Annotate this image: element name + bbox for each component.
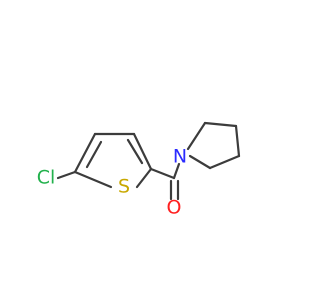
atom-nitrogen-label: N <box>173 146 187 168</box>
molecule-structure: Cl S N O <box>37 121 241 219</box>
bond-c-right-c-bottom <box>234 124 241 158</box>
atom-sulfur-label: S <box>118 176 130 198</box>
atom-chlorine-label: Cl <box>37 167 56 189</box>
bond-c4-c5 <box>73 132 97 174</box>
thiophene-ring <box>56 132 153 189</box>
bond-c-lower-n <box>188 154 212 170</box>
pyrrolidine-ring <box>186 121 241 170</box>
bond-n-c-top <box>186 121 207 151</box>
bond-c-bottom-c-lower <box>208 154 241 170</box>
bond-c2-carbonyl <box>149 167 176 180</box>
carbonyl-linkage <box>149 162 181 201</box>
bond-cl-c5 <box>56 170 77 180</box>
bond-c4-c5-inner <box>85 140 103 169</box>
bond-c2-c3 <box>132 132 153 171</box>
bond-carbonyl-n <box>172 162 181 180</box>
atom-oxygen-label: O <box>167 197 182 219</box>
bond-c-top-c-right <box>203 121 238 128</box>
bond-s-c2 <box>135 167 153 189</box>
bond-c5-s <box>73 170 113 189</box>
bond-c2-c3-inner <box>126 138 144 165</box>
